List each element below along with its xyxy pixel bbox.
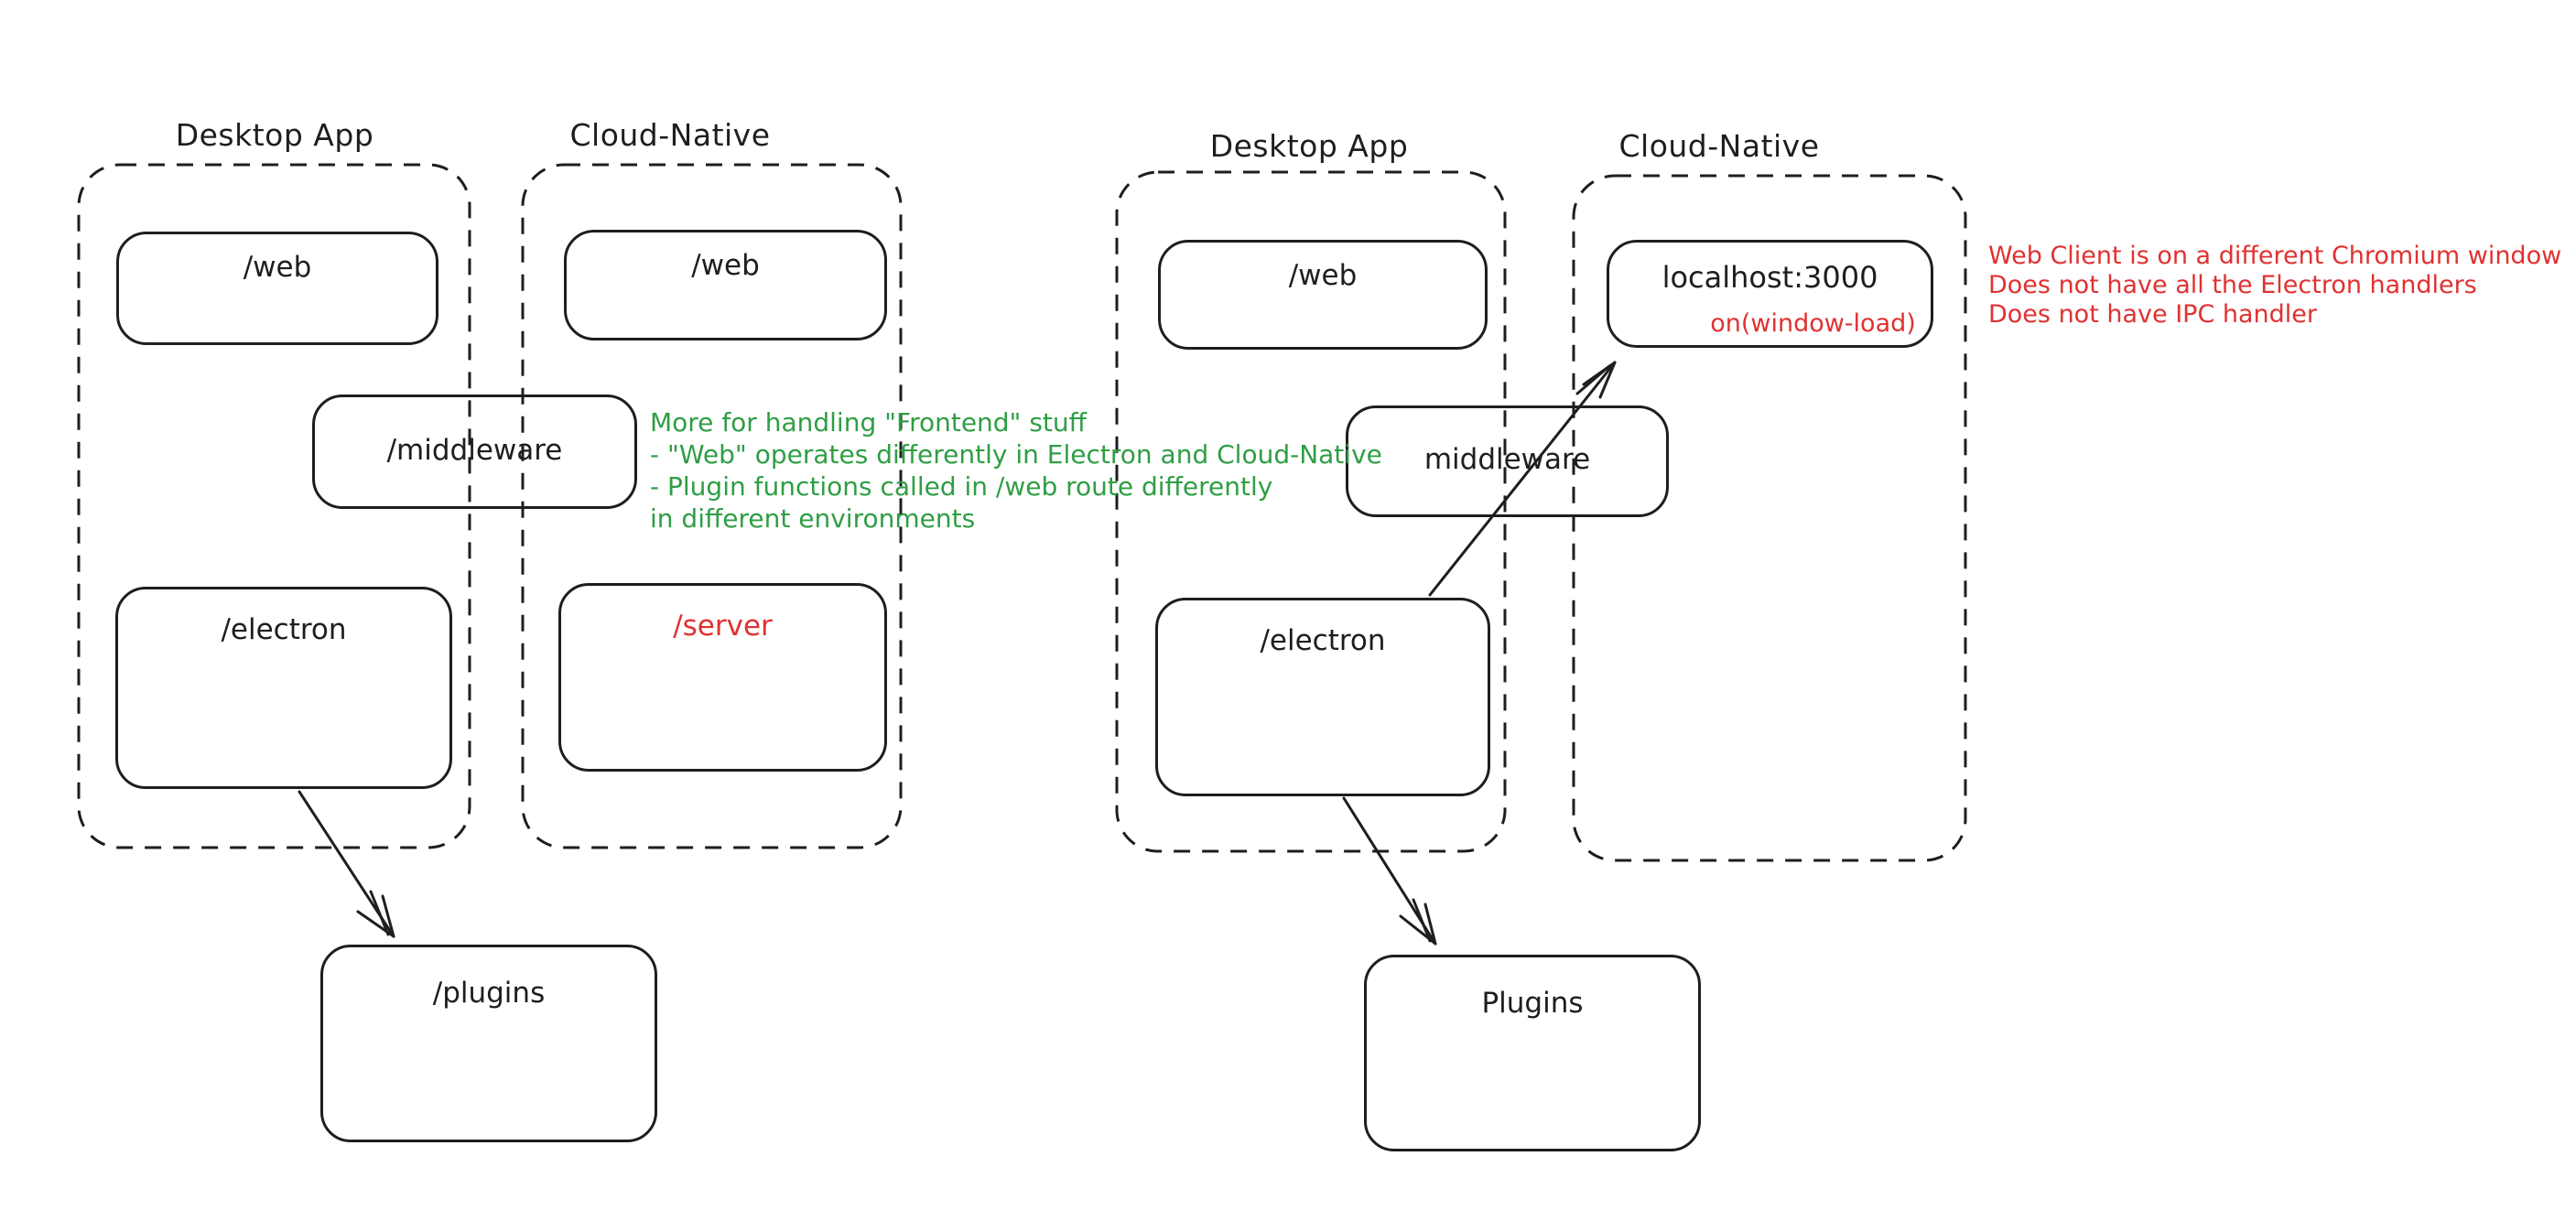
node-electron-right-label: /electron: [1260, 624, 1386, 657]
arrow-electron-to-plugins-left[interactable]: [298, 790, 395, 938]
note-frontend-line-4: in different environments: [650, 503, 976, 534]
node-web-right-desktop[interactable]: /web: [1158, 240, 1488, 350]
node-electron-left[interactable]: /electron: [115, 587, 452, 789]
node-middleware-right[interactable]: middleware: [1346, 405, 1669, 517]
note-web-client[interactable]: Web Client is on a different Chromium wi…: [1988, 242, 2561, 330]
note-frontend-line-3: - Plugin functions called in /web route …: [650, 471, 1273, 502]
node-web-left-cloud-label: /web: [691, 249, 760, 282]
node-electron-left-label: /electron: [221, 613, 347, 646]
node-plugins-right-label: Plugins: [1481, 987, 1584, 1020]
note-web-client-line-2: Does not have all the Electron handlers: [1988, 271, 2477, 299]
group-title-right-cloud[interactable]: Cloud-Native: [1618, 128, 1820, 164]
node-web-right-desktop-label: /web: [1288, 259, 1358, 292]
node-web-left-desktop[interactable]: /web: [116, 232, 438, 345]
node-localhost-3000[interactable]: localhost:3000 on(window-load): [1607, 240, 1933, 348]
group-title-left-cloud[interactable]: Cloud-Native: [569, 117, 771, 153]
group-container-right-desktop[interactable]: [1115, 170, 1507, 853]
note-web-client-line-1: Web Client is on a different Chromium wi…: [1988, 242, 2562, 270]
group-container-right-cloud[interactable]: [1572, 174, 1967, 862]
note-web-client-line-3: Does not have IPC handler: [1988, 300, 2318, 329]
node-localhost-sublabel: on(window-load): [1710, 309, 1916, 338]
group-title-right-desktop[interactable]: Desktop App: [1209, 128, 1409, 164]
node-plugins-left[interactable]: /plugins: [320, 945, 657, 1142]
node-server[interactable]: /server: [558, 583, 887, 772]
node-localhost-3000-label: localhost:3000: [1661, 260, 1878, 295]
node-web-left-cloud[interactable]: /web: [564, 230, 887, 340]
note-frontend-line-1: More for handling "Frontend" stuff: [650, 407, 1087, 438]
note-frontend-line-2: - "Web" operates differently in Electron…: [650, 439, 1382, 470]
note-frontend-stuff[interactable]: More for handling "Frontend" stuff - "We…: [650, 406, 1382, 535]
node-server-label: /server: [673, 610, 773, 643]
node-middleware-left-label: /middleware: [386, 433, 563, 467]
node-electron-right[interactable]: /electron: [1155, 598, 1490, 796]
arrow-electron-to-plugins-right[interactable]: [1342, 796, 1437, 946]
node-plugins-right[interactable]: Plugins: [1364, 955, 1701, 1151]
node-web-left-desktop-label: /web: [243, 251, 312, 284]
group-container-left-desktop[interactable]: [77, 163, 471, 849]
arrow-electron-to-localhost[interactable]: [1428, 361, 1617, 597]
node-middleware-left[interactable]: /middleware: [312, 394, 637, 509]
node-middleware-right-label: middleware: [1423, 443, 1591, 477]
group-title-left-desktop[interactable]: Desktop App: [175, 117, 374, 153]
node-plugins-left-label: /plugins: [432, 977, 546, 1010]
